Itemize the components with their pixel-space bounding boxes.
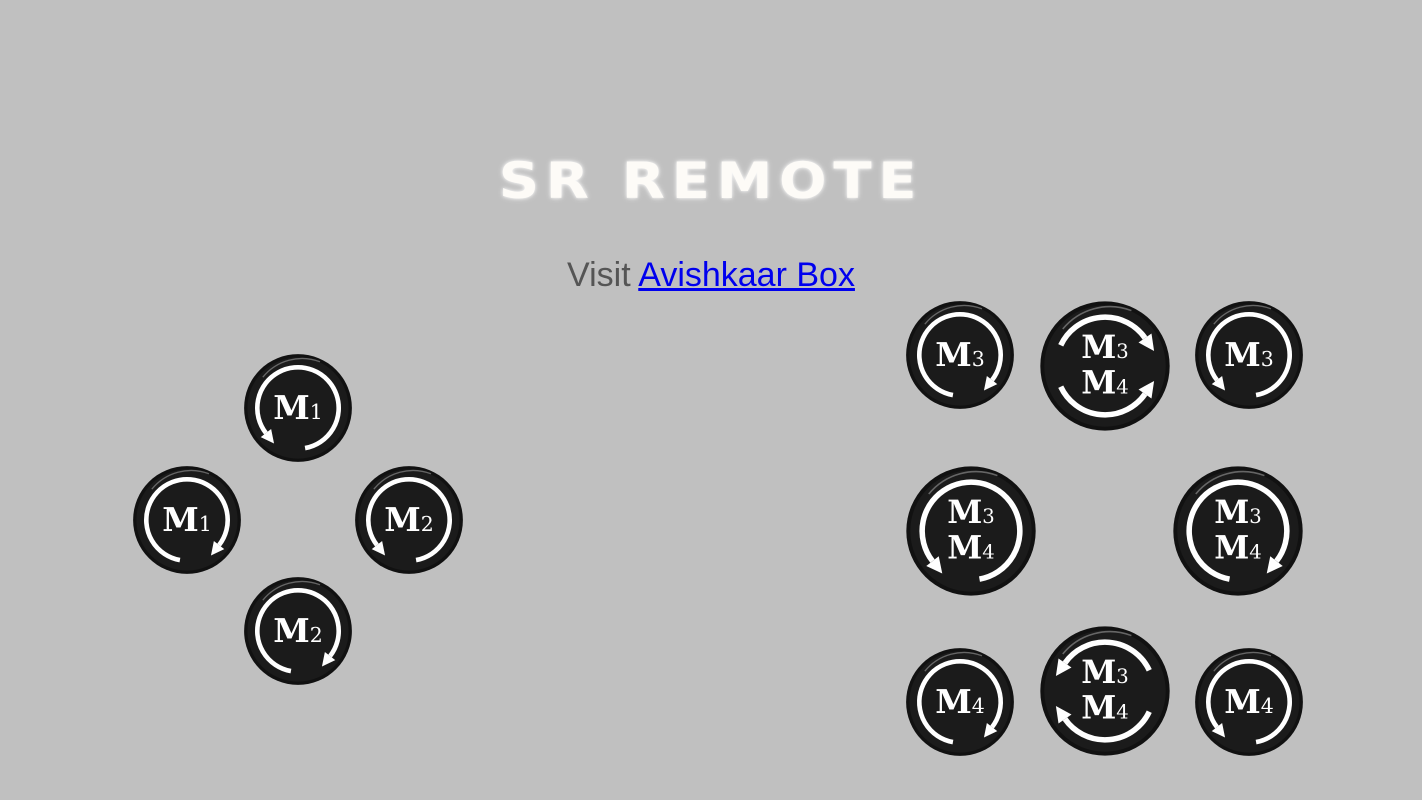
button-body <box>910 470 1032 592</box>
button-highlight <box>151 469 210 490</box>
button-highlight <box>262 580 321 601</box>
avishkaar-box-link[interactable]: Avishkaar Box <box>638 256 855 294</box>
button-graphic: M3 <box>906 301 1014 409</box>
motor-label: M1 <box>273 388 323 427</box>
button-highlight <box>373 469 432 490</box>
clockwise-arrow-icon <box>1186 479 1290 582</box>
motor-label: M3 <box>947 494 995 531</box>
motor-label: M1 <box>162 500 212 539</box>
motor-label: M3 <box>1081 654 1129 691</box>
button-body <box>1177 470 1299 592</box>
clockwise-arrow-icon <box>917 659 1004 745</box>
counterclockwise-arrow-icon <box>365 477 452 563</box>
button-graphic: M2 <box>244 577 352 685</box>
m2-right-button[interactable]: M2 <box>354 465 464 575</box>
m4-counterclockwise-button[interactable]: M4 <box>1194 647 1304 757</box>
m1-up-button[interactable]: M1 <box>243 353 353 463</box>
motor-label: M4 <box>947 530 995 567</box>
motor-label: M2 <box>273 611 323 650</box>
motor-label: M4 <box>1081 690 1129 727</box>
button-graphic: M4 <box>906 648 1014 756</box>
button-highlight <box>1195 470 1265 495</box>
button-graphic: M1 <box>244 354 352 462</box>
button-highlight <box>262 357 321 378</box>
clockwise-arrow-icon <box>144 477 231 563</box>
button-body <box>1198 651 1300 753</box>
button-body <box>136 469 238 571</box>
counterclockwise-arrow-icon <box>1205 659 1292 745</box>
button-graphic: M2 <box>355 466 463 574</box>
m2-down-button[interactable]: M2 <box>243 576 353 686</box>
button-highlight <box>1213 651 1272 672</box>
motor-label: M2 <box>384 500 434 539</box>
m1-left-button[interactable]: M1 <box>132 465 242 575</box>
button-highlight <box>1062 305 1132 330</box>
motor-label: M4 <box>935 682 985 721</box>
backward-arrow-icon <box>1055 639 1152 743</box>
button-body <box>247 357 349 459</box>
counterclockwise-arrow-icon <box>919 479 1023 582</box>
button-highlight <box>928 470 998 495</box>
clockwise-arrow-icon <box>917 312 1004 398</box>
button-graphic: M3 <box>1195 301 1303 409</box>
button-body <box>1044 305 1166 427</box>
button-highlight <box>924 651 983 672</box>
counterclockwise-arrow-icon <box>1205 312 1292 398</box>
button-body <box>909 651 1011 753</box>
motor-label: M4 <box>1214 530 1262 567</box>
forward-arrow-icon <box>1058 314 1155 418</box>
m3-counterclockwise-button[interactable]: M3 <box>1194 300 1304 410</box>
motor-label: M3 <box>1214 494 1262 531</box>
button-highlight <box>1213 304 1272 325</box>
button-graphic: M4 <box>1195 648 1303 756</box>
button-body <box>909 304 1011 406</box>
clockwise-arrow-icon <box>255 588 342 674</box>
button-highlight <box>924 304 983 325</box>
counterclockwise-arrow-icon <box>254 365 341 451</box>
button-body <box>247 580 349 682</box>
motor-label: M4 <box>1081 365 1129 402</box>
motor-label: M4 <box>1224 682 1274 721</box>
m3-clockwise-button[interactable]: M3 <box>905 300 1015 410</box>
button-graphic: M1 <box>133 466 241 574</box>
visit-prefix: Visit <box>567 256 631 294</box>
button-body <box>1044 630 1166 752</box>
motor-label: M3 <box>1224 335 1274 374</box>
m4-clockwise-button[interactable]: M4 <box>905 647 1015 757</box>
app-title: SR REMOTE <box>498 152 924 210</box>
visit-line: Visit Avishkaar Box <box>0 256 1422 295</box>
button-highlight <box>1062 630 1132 655</box>
motor-label: M3 <box>1081 329 1129 366</box>
motor-label: M3 <box>935 335 985 374</box>
button-body <box>358 469 460 571</box>
button-body <box>1198 304 1300 406</box>
